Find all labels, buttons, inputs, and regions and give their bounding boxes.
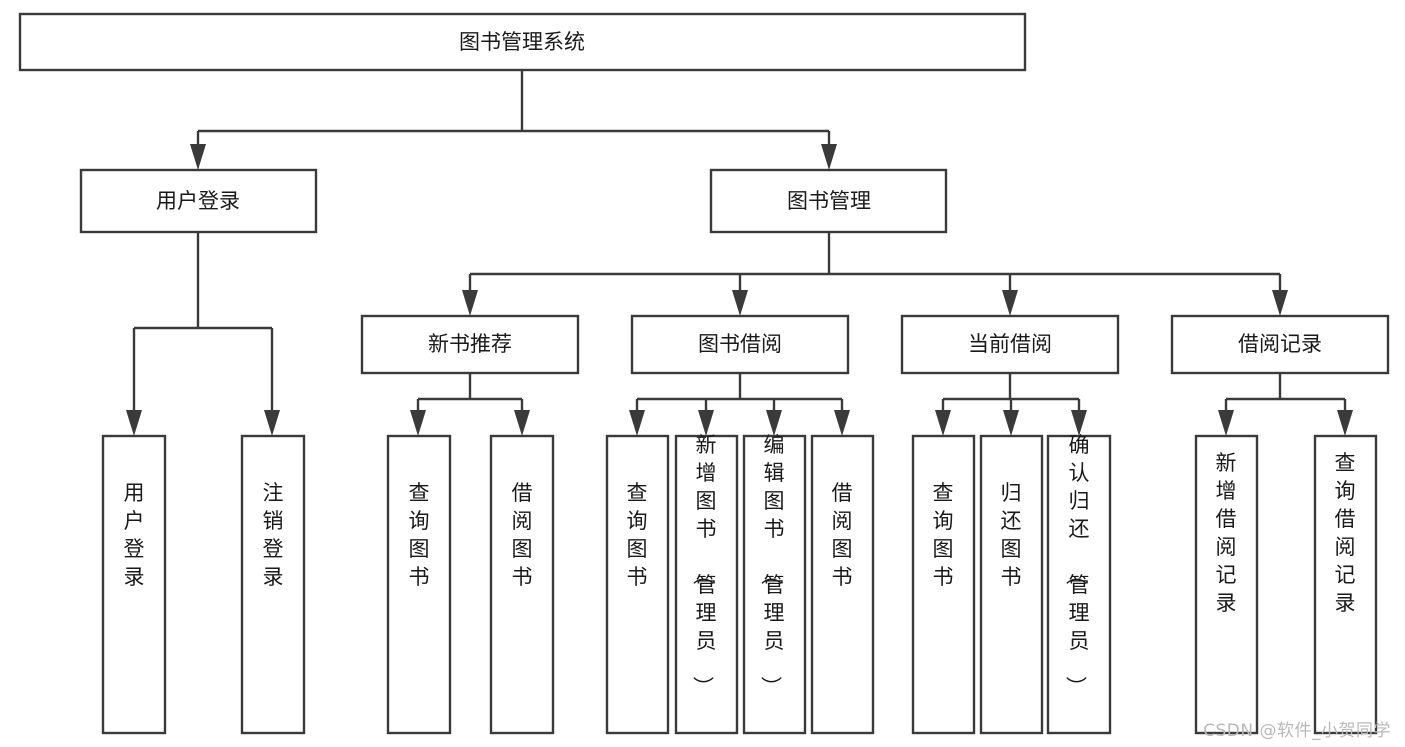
node-borrow-record-label: 借阅记录 xyxy=(1238,332,1322,356)
leaf-current-borrow-2-box[interactable] xyxy=(979,434,1044,735)
leaf-user-login-2[interactable]: 注销登录 xyxy=(240,434,306,735)
arrow-root-to-user xyxy=(190,144,206,170)
leaf-book-borrow-1-box[interactable] xyxy=(605,434,670,735)
leaf-current-borrow-2-label: 归还图书 xyxy=(1001,481,1022,589)
leaf-book-borrow-3-box[interactable] xyxy=(742,434,807,735)
arrow-borrow-leaf-4 xyxy=(834,410,850,436)
connector-group-current-borrow xyxy=(935,373,1087,436)
leaf-current-borrow-2[interactable]: 归还图书 xyxy=(979,434,1044,735)
arrow-borrow-leaf-3 xyxy=(766,410,782,436)
arrow-new-leaf-1 xyxy=(410,410,426,436)
arrow-book-to-record xyxy=(1272,290,1288,316)
leaf-book-borrow-2[interactable]: 新增图书（管理员） xyxy=(674,433,739,735)
node-current-borrow-box[interactable] xyxy=(900,314,1120,375)
connector-group-user-login xyxy=(126,232,280,436)
arrow-borrow-leaf-1 xyxy=(629,410,645,436)
connector-group-borrow-record xyxy=(1218,373,1353,436)
leaf-user-login-1[interactable]: 用户登录 xyxy=(101,434,167,735)
leaf-user-login-2-label: 注销登录 xyxy=(263,481,284,589)
leaf-new-book-1-box[interactable] xyxy=(386,434,452,735)
arrow-record-leaf-1 xyxy=(1218,410,1234,436)
connector-group-book-manage xyxy=(462,232,1288,316)
leaf-book-borrow-2-box[interactable] xyxy=(674,434,739,735)
node-borrow-record[interactable]: 借阅记录 xyxy=(1170,314,1390,375)
node-book-manage[interactable]: 图书管理 xyxy=(709,168,948,234)
node-borrow-record-box[interactable] xyxy=(1170,314,1390,375)
leaf-current-borrow-3-label: 确认归还（管理员） xyxy=(1064,433,1090,697)
leaf-current-borrow-1-box[interactable] xyxy=(911,434,976,735)
connector-group-root xyxy=(190,70,837,170)
leaf-new-book-2-label: 借阅图书 xyxy=(512,481,533,589)
node-book-borrow[interactable]: 图书借阅 xyxy=(630,314,850,375)
node-current-borrow[interactable]: 当前借阅 xyxy=(900,314,1120,375)
leaf-user-login-2-box[interactable] xyxy=(240,434,306,735)
node-user-login-label: 用户登录 xyxy=(156,189,240,213)
leaf-new-book-1[interactable]: 查询图书 xyxy=(386,434,452,735)
leaf-user-login-1-box[interactable] xyxy=(101,434,167,735)
arrow-book-to-new xyxy=(462,290,478,316)
leaf-borrow-record-2[interactable]: 查询借阅记录 xyxy=(1313,434,1378,735)
node-root[interactable]: 图书管理系统 xyxy=(18,12,1027,72)
connector-group-new-book xyxy=(410,373,530,436)
node-user-login-box[interactable] xyxy=(79,168,318,234)
leaf-borrow-record-2-box[interactable] xyxy=(1313,434,1378,735)
leaf-borrow-record-1-box[interactable] xyxy=(1194,434,1259,735)
node-new-book-recommend[interactable]: 新书推荐 xyxy=(360,314,580,375)
node-book-borrow-box[interactable] xyxy=(630,314,850,375)
leaf-borrow-record-2-label: 查询借阅记录 xyxy=(1335,451,1356,615)
leaf-book-borrow-4[interactable]: 借阅图书 xyxy=(810,434,875,735)
node-user-login[interactable]: 用户登录 xyxy=(79,168,318,234)
leaf-current-borrow-3-box[interactable] xyxy=(1046,434,1112,735)
leaf-borrow-record-1-label: 新增借阅记录 xyxy=(1216,451,1237,615)
leaf-current-borrow-1[interactable]: 查询图书 xyxy=(911,434,976,735)
node-book-borrow-label: 图书借阅 xyxy=(698,332,782,356)
node-new-book-box[interactable] xyxy=(360,314,580,375)
arrow-record-leaf-2 xyxy=(1337,410,1353,436)
leaf-book-borrow-4-box[interactable] xyxy=(810,434,875,735)
arrow-book-to-current xyxy=(1002,290,1018,316)
leaf-borrow-record-1[interactable]: 新增借阅记录 xyxy=(1194,434,1259,735)
arrow-user-leaf-2 xyxy=(264,410,280,436)
arrow-current-leaf-1 xyxy=(935,410,951,436)
leaf-book-borrow-4-label: 借阅图书 xyxy=(832,481,853,589)
arrow-user-leaf-1 xyxy=(126,410,142,436)
arrow-book-to-borrow xyxy=(732,290,748,316)
arrow-borrow-leaf-2 xyxy=(698,410,714,436)
arrow-current-leaf-3 xyxy=(1071,410,1087,436)
node-current-borrow-label: 当前借阅 xyxy=(968,332,1052,356)
leaf-current-borrow-1-label: 查询图书 xyxy=(933,481,954,589)
node-root-label: 图书管理系统 xyxy=(459,30,585,54)
leaf-book-borrow-3[interactable]: 编辑图书（管理员） xyxy=(742,433,807,735)
node-book-manage-box[interactable] xyxy=(709,168,948,234)
node-book-manage-label: 图书管理 xyxy=(787,189,871,213)
connector-group-book-borrow xyxy=(629,373,850,436)
leaf-book-borrow-3-label: 编辑图书（管理员） xyxy=(759,433,785,697)
arrow-current-leaf-2 xyxy=(1003,410,1019,436)
node-new-book-label: 新书推荐 xyxy=(428,332,512,356)
leaf-book-borrow-1-label: 查询图书 xyxy=(627,481,648,589)
leaf-new-book-2[interactable]: 借阅图书 xyxy=(489,434,555,735)
node-root-box[interactable] xyxy=(18,12,1027,72)
leaf-user-login-1-label: 用户登录 xyxy=(124,481,145,589)
arrow-new-leaf-2 xyxy=(514,410,530,436)
arrow-root-to-book xyxy=(821,144,837,170)
leaf-book-borrow-1[interactable]: 查询图书 xyxy=(605,434,670,735)
leaf-book-borrow-2-label: 新增图书（管理员） xyxy=(691,433,717,697)
leaf-new-book-1-label: 查询图书 xyxy=(409,481,430,589)
leaf-current-borrow-3[interactable]: 确认归还（管理员） xyxy=(1046,433,1112,735)
leaf-new-book-2-box[interactable] xyxy=(489,434,555,735)
